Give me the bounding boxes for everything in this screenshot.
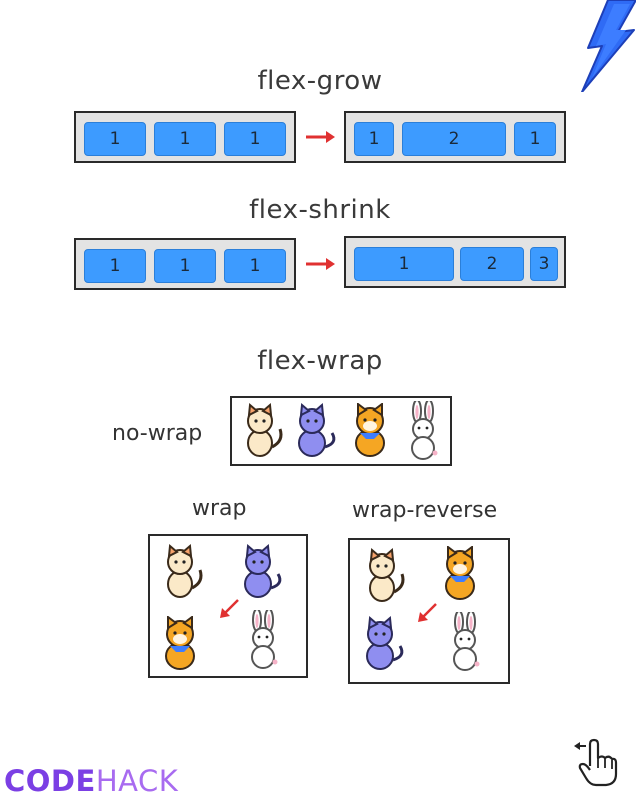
shiba-dog-icon [355,403,385,457]
cat-orange-icon [247,403,283,457]
no-wrap-label: no-wrap [112,421,203,446]
flex-shrink-title: flex-shrink [249,195,391,225]
flex-shrink-before-container: 1 1 1 [74,238,296,290]
right-arrow-icon [306,131,335,143]
cat-purple-icon [244,544,282,598]
wrap-reverse-container [348,538,510,684]
flex-item: 1 [224,249,286,283]
cat-orange-icon [167,544,203,598]
flex-item: 1 [154,249,216,283]
diagonal-arrow-icon [220,599,239,618]
wrap-reverse-label: wrap-reverse [352,498,498,523]
flex-shrink-after-container: 1 2 3 [344,236,566,288]
diagonal-arrow-icon [418,603,437,622]
flex-item-shrink: 3 [530,247,558,281]
flex-item: 1 [154,122,216,156]
flex-grow-before-container: 1 1 1 [74,111,296,163]
flex-item: 1 [354,122,394,156]
shiba-dog-icon [165,616,195,670]
flex-item: 1 [514,122,556,156]
cat-orange-icon [369,548,405,602]
flex-item: 1 [354,247,454,281]
no-wrap-container [230,396,452,466]
codehack-logo: CODEHACK [4,764,178,798]
shiba-dog-icon [445,546,475,600]
pointer-hand-icon[interactable] [572,738,618,788]
cat-purple-icon [298,403,336,457]
flex-item: 1 [84,249,146,283]
rabbit-icon [453,612,480,671]
right-arrow-icon [306,258,335,270]
flex-item-grow: 2 [402,122,506,156]
flex-item: 1 [84,122,146,156]
cat-purple-icon [366,616,404,670]
flex-item: 1 [224,122,286,156]
logo-code-text: CODE [4,764,96,798]
wrap-container [148,534,308,678]
logo-hack-text: HACK [95,764,179,798]
flex-item: 2 [460,247,524,281]
rabbit-icon [251,610,278,669]
flex-grow-title: flex-grow [257,66,383,96]
flex-wrap-title: flex-wrap [257,346,383,376]
wrap-label: wrap [192,496,247,521]
lightning-bolt-icon [581,0,636,92]
flex-grow-after-container: 1 2 1 [344,111,566,163]
rabbit-icon [411,401,438,460]
